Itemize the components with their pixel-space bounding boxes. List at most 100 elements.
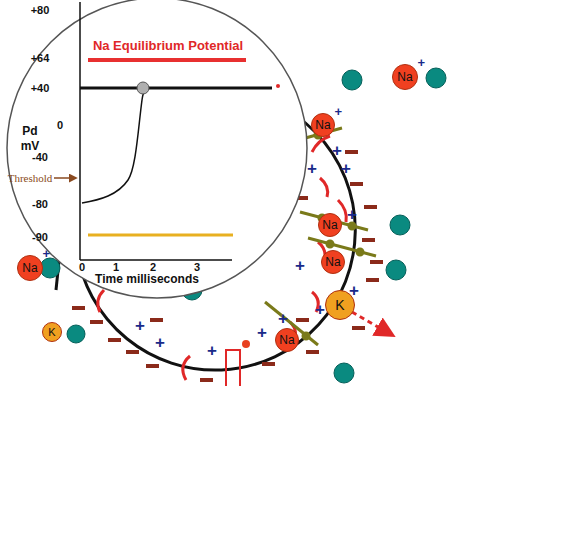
negative-charge — [370, 260, 383, 264]
ion-circle — [312, 114, 335, 137]
positive-charge: + — [155, 334, 165, 351]
negative-charge — [364, 205, 377, 209]
peak-line — [80, 87, 272, 90]
threshold-label: Threshold — [8, 173, 53, 184]
negative-charge — [150, 318, 163, 322]
ion-circle — [43, 323, 62, 342]
positive-charge: + — [257, 324, 267, 341]
ion-symbol: Na — [275, 328, 299, 352]
ion-symbol: K — [325, 290, 355, 320]
axis-tick: -80 — [32, 199, 48, 210]
channel-gate — [308, 238, 376, 256]
ion-circle — [322, 251, 345, 274]
positive-charge: + — [307, 160, 317, 177]
positive-charge: + — [278, 310, 288, 327]
axis-title: Time milliseconds — [95, 273, 199, 285]
ion-symbol: Na — [311, 113, 335, 137]
potassium-ion: K — [325, 290, 355, 320]
sodium-ion: Na — [321, 250, 345, 274]
gate-particle — [349, 223, 355, 229]
ion-charge: + — [417, 55, 425, 70]
anion — [426, 68, 446, 88]
sodium-ion: Na — [275, 328, 299, 352]
anion — [390, 215, 410, 235]
ion-channel — [98, 290, 104, 312]
negative-charge — [345, 150, 358, 154]
anion — [67, 325, 85, 343]
sodium-ion: Na+ — [17, 255, 43, 281]
positive-charge: + — [341, 160, 351, 177]
gate-particle — [357, 249, 363, 255]
sodium-ion: Na — [318, 213, 342, 237]
closed-channel — [226, 350, 240, 386]
axis-title: mV — [21, 140, 40, 152]
channel-ball — [242, 340, 250, 348]
positive-charge: + — [207, 342, 217, 359]
ion-circle — [393, 65, 418, 90]
ion-circle — [319, 214, 342, 237]
axis-tick: 3 — [194, 262, 200, 273]
ion-symbol: Na — [392, 64, 418, 90]
ion-circle — [326, 291, 355, 320]
negative-charge — [262, 362, 275, 366]
axis-tick: +64 — [31, 53, 50, 64]
sodium-equilibrium-line — [88, 58, 246, 62]
anion — [386, 260, 406, 280]
axis-title: Pd — [22, 125, 37, 137]
negative-charge — [352, 326, 365, 330]
positive-charge: + — [332, 142, 342, 159]
potassium-ion: K — [42, 322, 62, 342]
potassium-efflux-arrow — [352, 312, 392, 335]
negative-charge — [146, 364, 159, 368]
negative-charge — [366, 278, 379, 282]
potassium-equilibrium-line — [88, 234, 233, 237]
positive-charge: + — [295, 257, 305, 274]
axis-tick: 0 — [79, 262, 85, 273]
inset-circle — [7, 0, 307, 298]
positive-charge: + — [135, 317, 145, 334]
action-potential-curve — [82, 88, 150, 203]
sodium-ion: Na+ — [311, 113, 335, 137]
ion-charge: + — [42, 246, 50, 261]
negative-charge — [108, 338, 121, 342]
ion-channel — [312, 136, 330, 152]
ion-circle — [276, 329, 299, 352]
negative-charge — [72, 306, 85, 310]
marker-dot — [276, 84, 280, 88]
line-label: Na Equilibrium Potential — [93, 39, 243, 52]
gate-particle — [327, 241, 333, 247]
negative-charge — [296, 318, 309, 322]
anion — [342, 70, 362, 90]
ion-symbol: K — [42, 322, 62, 342]
axis-tick: 2 — [150, 262, 156, 273]
y-axis — [79, 2, 81, 260]
negative-charge — [200, 378, 213, 382]
peak-marker — [137, 82, 149, 94]
positive-charge: + — [315, 301, 325, 318]
positive-charge: + — [347, 206, 357, 223]
axis-tick: -40 — [32, 152, 48, 163]
ion-circle — [18, 256, 43, 281]
ion-channel — [183, 356, 190, 380]
axis-tick: 0 — [57, 120, 63, 131]
negative-charge — [90, 320, 103, 324]
axis-tick: -90 — [32, 232, 48, 243]
axis-tick: +80 — [31, 5, 50, 16]
ion-charge: + — [334, 104, 342, 119]
threshold-arrow — [54, 177, 76, 179]
axis-tick: 1 — [113, 262, 119, 273]
negative-charge — [362, 238, 375, 242]
ion-symbol: Na — [318, 213, 342, 237]
gate-particle — [303, 333, 309, 339]
anion — [334, 363, 354, 383]
ion-symbol: Na — [17, 255, 43, 281]
ion-symbol: Na — [321, 250, 345, 274]
ion-channel — [320, 178, 328, 197]
anion — [40, 258, 60, 278]
axis-tick: +40 — [31, 83, 50, 94]
negative-charge — [126, 350, 139, 354]
negative-charge — [306, 350, 319, 354]
